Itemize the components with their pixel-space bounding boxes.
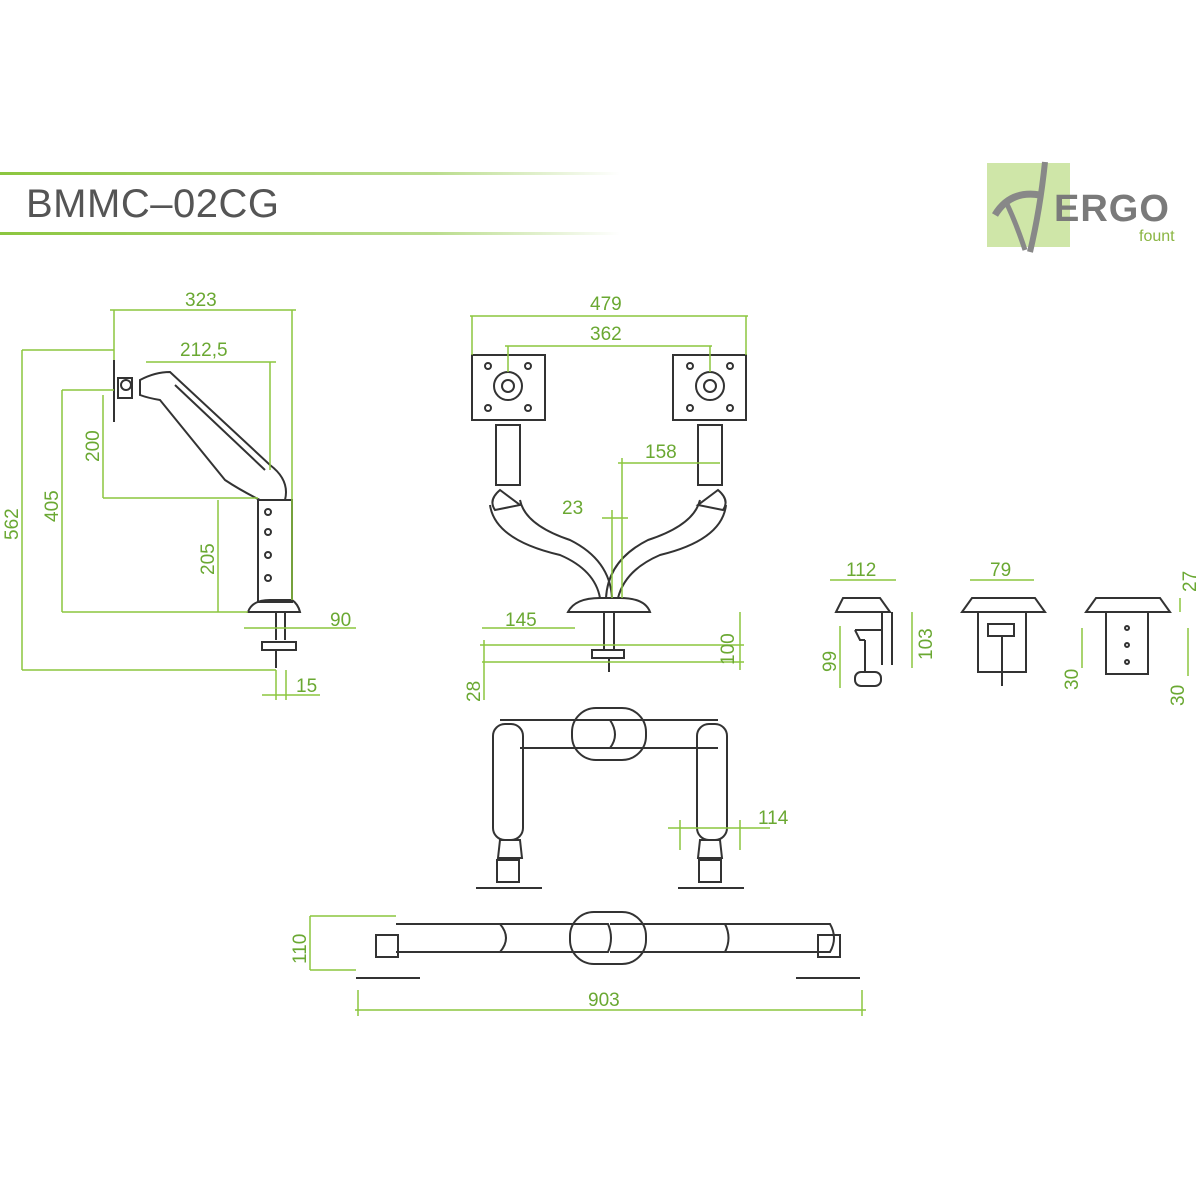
dim-clamp-depth: 99 <box>820 651 841 672</box>
dim-height-28: 28 <box>464 681 485 702</box>
dim-offset-23: 23 <box>562 498 583 519</box>
dim-arm-rise: 200 <box>83 430 104 462</box>
front-view-dimension-lines <box>470 315 748 700</box>
dim-height-100: 100 <box>718 633 739 665</box>
top-view-drawing <box>356 707 860 979</box>
dim-grommet-width: 79 <box>990 560 1011 581</box>
side-view-drawing <box>113 360 302 668</box>
dim-front-width-total: 479 <box>590 294 622 315</box>
dim-offset-158: 158 <box>645 442 677 463</box>
ergofount-logo: ERGO fount <box>985 160 1185 260</box>
dim-slot-right: 30 <box>1168 685 1189 706</box>
dim-height-total: 562 <box>2 508 23 540</box>
dim-reach-mid: 212,5 <box>180 340 228 361</box>
logo-subword: fount <box>1139 228 1175 245</box>
dim-top-plate: 27 <box>1180 571 1200 592</box>
dim-height-mid: 405 <box>42 490 63 522</box>
dim-base-145: 145 <box>505 610 537 631</box>
dim-top-depth: 110 <box>290 934 311 964</box>
ergo-swoosh-icon <box>991 161 1048 253</box>
dim-pole-height: 205 <box>198 543 219 575</box>
logo-word: ERGO <box>1054 188 1170 230</box>
top-view-dimension-lines <box>309 820 866 1016</box>
header-top-line <box>0 172 620 175</box>
header-bottom-line <box>0 232 620 235</box>
model-title: BMMC–02CG <box>26 182 280 226</box>
dim-clamp-height: 103 <box>916 628 937 660</box>
dim-base-width: 90 <box>330 610 351 631</box>
dim-slot-left: 30 <box>1062 669 1083 690</box>
dim-clamp-thickness: 15 <box>296 676 317 697</box>
dim-span-total: 903 <box>588 990 620 1011</box>
dim-clamp-width: 112 <box>846 560 876 581</box>
dim-vesa-spacing: 362 <box>590 324 622 345</box>
clamp-dimension-lines <box>830 579 1189 688</box>
dim-arm-offset: 114 <box>758 808 789 829</box>
dim-reach-total: 323 <box>185 290 217 311</box>
clamp-views-drawing <box>834 597 1172 687</box>
side-view-dimension-lines <box>21 309 356 700</box>
